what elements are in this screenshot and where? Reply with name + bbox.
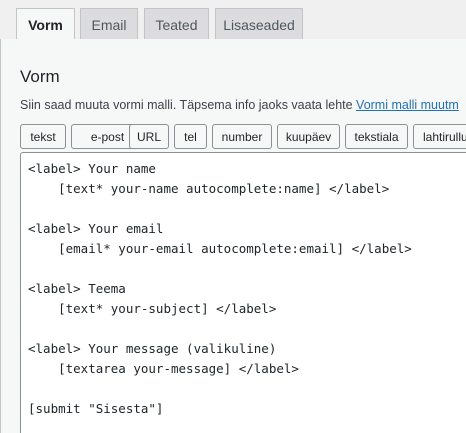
code-line: <label> Teema xyxy=(28,281,126,296)
code-line: [text* your-name autocomplete:name] </la… xyxy=(28,181,390,196)
tag-generator-bar: tekst e-post URL tel number kuupäev teks… xyxy=(20,124,466,150)
tab-teated[interactable]: Teated xyxy=(144,8,209,40)
code-line: <label> Your message (valikuline) xyxy=(28,341,277,356)
description-text: Siin saad muuta vormi malli. Täpsema inf… xyxy=(20,98,357,112)
panel-description: Siin saad muuta vormi malli. Täpsema inf… xyxy=(20,98,459,112)
panel-title: Vorm xyxy=(20,67,60,86)
code-line: <label> Your email xyxy=(28,221,164,236)
code-line: [textarea your-message] </label> xyxy=(28,361,299,376)
code-line: <label> Your name xyxy=(28,161,156,176)
form-template-help-link[interactable]: Vormi malli muutm xyxy=(356,98,459,112)
tag-button-tekstiala[interactable]: tekstiala xyxy=(345,124,408,149)
tag-button-number[interactable]: number xyxy=(212,124,272,149)
tag-button-lahtirullu[interactable]: lahtirullu xyxy=(413,124,466,149)
tag-button-tekst[interactable]: tekst xyxy=(20,124,66,149)
form-template-editor[interactable]: <label> Your name [text* your-name autoc… xyxy=(20,152,466,433)
tag-button-tel[interactable]: tel xyxy=(174,124,207,149)
tag-button-url[interactable]: URL xyxy=(129,124,169,149)
tab-email[interactable]: Email xyxy=(80,8,138,40)
tab-bar: Vorm Email Teated Lisaseaded xyxy=(0,0,466,41)
tab-vorm[interactable]: Vorm xyxy=(16,8,75,41)
form-template-code[interactable]: <label> Your name [text* your-name autoc… xyxy=(28,159,412,419)
code-line: [submit "Sisesta"] xyxy=(28,401,164,416)
tag-button-kuupaev[interactable]: kuupäev xyxy=(277,124,340,149)
code-line: [text* your-subject] </label> xyxy=(28,301,277,316)
code-line: [email* your-email autocomplete:email] <… xyxy=(28,241,412,256)
tab-lisaseaded[interactable]: Lisaseaded xyxy=(215,8,303,40)
